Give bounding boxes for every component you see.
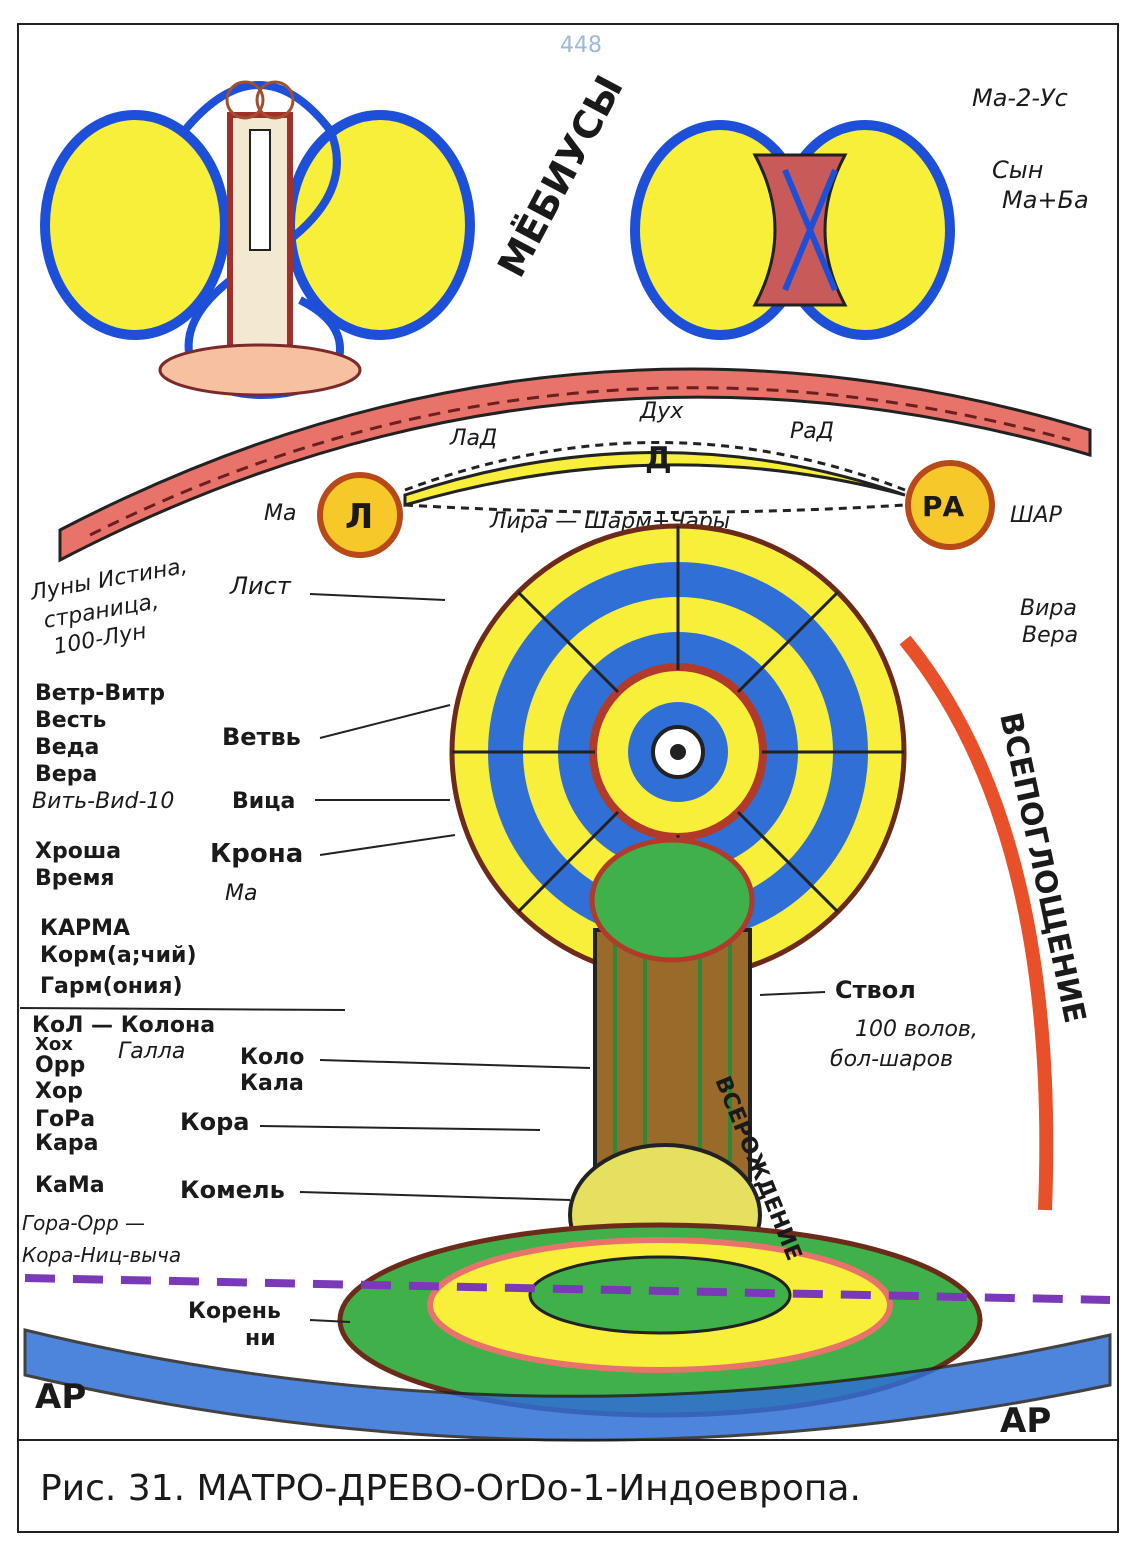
top-right-3: Ма+Ба xyxy=(1002,186,1089,214)
vetv-group: Ветр-Витр Весть Веда Вера xyxy=(35,681,165,787)
top-right-2: Сын xyxy=(992,156,1043,184)
arc-lad: ЛаД xyxy=(449,426,497,451)
stvol-1: Ствол xyxy=(835,976,916,1004)
ar-left: АР xyxy=(35,1377,86,1417)
vetv-item-0: Ветр-Витр xyxy=(35,681,165,706)
karma-3: Гарм(ония) xyxy=(40,974,183,999)
arc-d: Д xyxy=(645,441,672,476)
mobius-right xyxy=(630,120,955,340)
kora-label: Кора xyxy=(180,1108,249,1136)
gora-2: Кора-Ниц-выча xyxy=(22,1243,181,1267)
vira-2: Вера xyxy=(1022,623,1078,648)
left-ball-side: Ма xyxy=(264,501,296,526)
vira-1: Вира xyxy=(1020,596,1077,621)
arc-rad: РаД xyxy=(790,419,834,444)
left-ball xyxy=(317,472,403,558)
left-ball-letter: Л xyxy=(345,497,373,537)
right-ball-side: ШАР xyxy=(1010,503,1063,528)
lad-band xyxy=(403,451,906,508)
vetv-item-3: Вера xyxy=(35,762,97,787)
koreni-2: ни xyxy=(245,1326,276,1351)
list-label: Лист xyxy=(229,572,292,600)
vitsa-left: Вить-Виd-10 xyxy=(32,789,174,814)
page-frame xyxy=(17,23,1119,1533)
mobius-title: МЁБИУСЫ xyxy=(489,68,632,284)
mobius-left xyxy=(40,80,475,399)
komel-left: КаМа xyxy=(35,1173,105,1198)
kolo-kala: Кала xyxy=(240,1071,304,1096)
koreni-1: Корень xyxy=(188,1299,281,1324)
arc-dukh: Дух xyxy=(639,399,684,424)
kolo-l2: Хох xyxy=(35,1034,73,1055)
gora-1: Гора-Орр — xyxy=(22,1211,145,1235)
krona-left-1: Хроша xyxy=(35,839,121,864)
page-number: 448 xyxy=(560,33,602,58)
karma-1: КАРМА xyxy=(40,916,130,941)
right-ball-letter: РА xyxy=(922,490,965,523)
crown-circle xyxy=(449,523,907,981)
karma-2: Корм(а;чий) xyxy=(40,943,197,968)
vitsa-label: Вица xyxy=(232,789,295,814)
top-right-1: Ма-2-Ус xyxy=(972,84,1068,112)
kolo-l1: КоЛ — Колона xyxy=(32,1013,215,1038)
trunk xyxy=(593,928,752,1182)
kolo-l3: Орр xyxy=(35,1053,85,1078)
vetv-item-2: Веда xyxy=(35,735,99,760)
sky-arch xyxy=(58,367,1092,563)
kora-left-1: ГоРа xyxy=(35,1107,95,1132)
ground-band xyxy=(23,1328,1112,1442)
krona-left-2: Время xyxy=(35,866,115,891)
stvol-3: бол-шаров xyxy=(830,1047,953,1072)
kolo-kolo: Коло xyxy=(240,1045,304,1070)
vetv-label: Ветвь xyxy=(222,723,301,751)
caption: Рис. 31. МАТРО-ДРЕВО-OrDo-1-Индоевропа. xyxy=(40,1468,861,1509)
ar-right: АР xyxy=(1000,1401,1051,1441)
krona-ma: Ма xyxy=(225,881,257,906)
vetv-item-1: Весть xyxy=(35,708,106,733)
kora-left-2: Кара xyxy=(35,1131,98,1156)
kolo-galla: Галла xyxy=(118,1039,185,1064)
komel-label: Комель xyxy=(180,1176,285,1204)
kolo-l4: Хор xyxy=(35,1079,83,1104)
right-ball xyxy=(905,460,995,550)
stvol-2: 100 волов, xyxy=(855,1017,978,1042)
krona-label: Крона xyxy=(210,839,303,869)
